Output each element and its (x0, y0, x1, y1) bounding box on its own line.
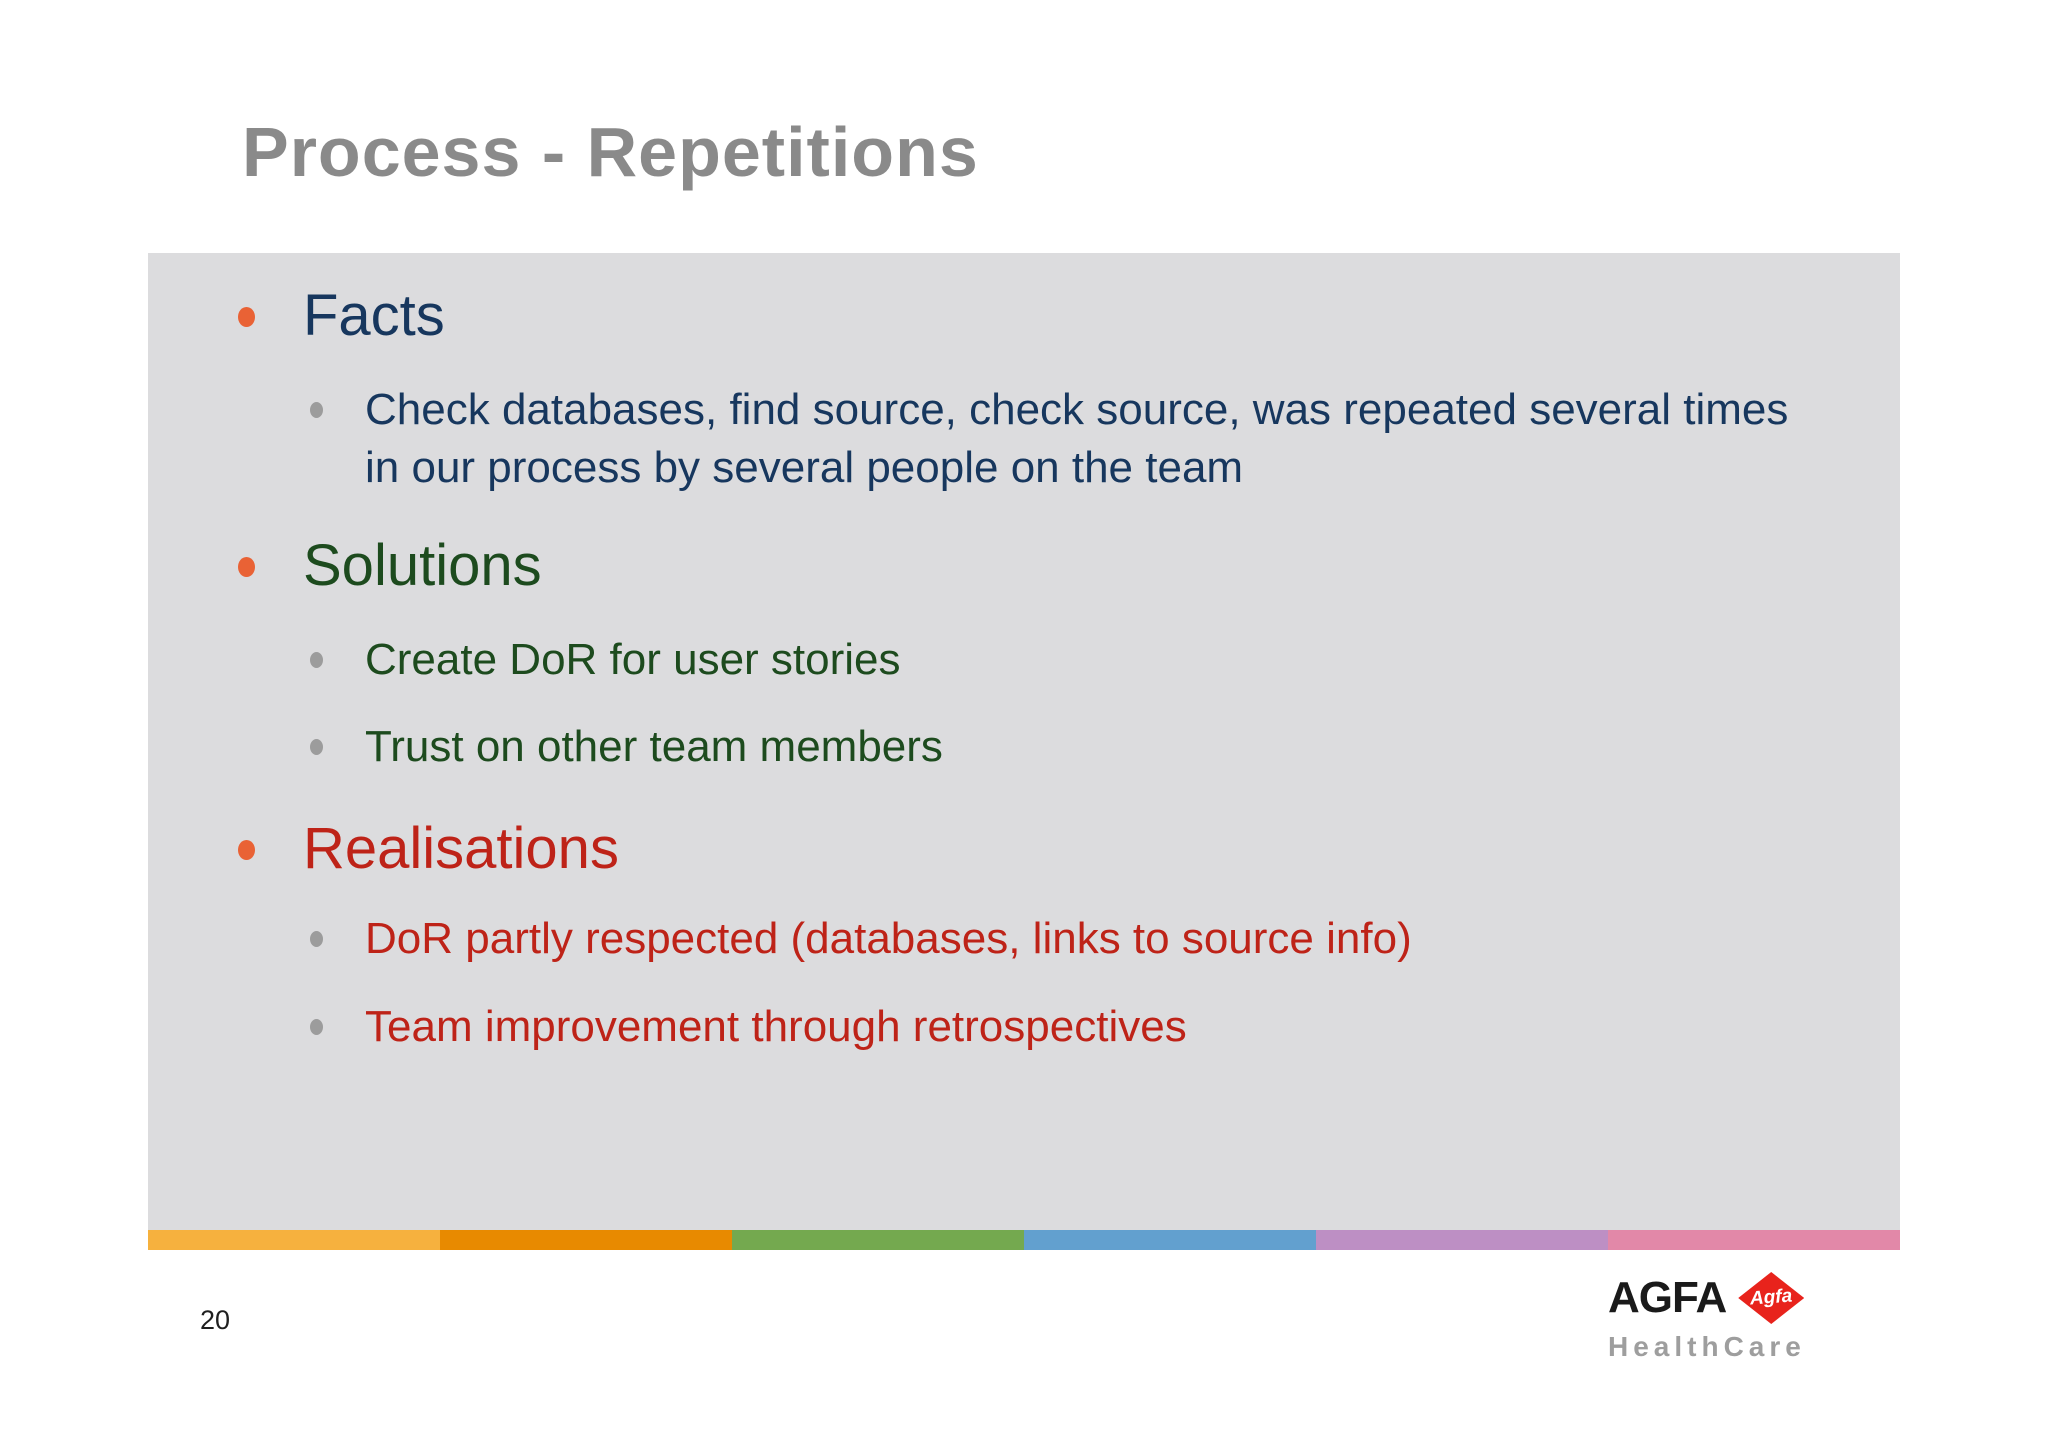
section-heading-label: Realisations (303, 816, 619, 881)
list-item-text: Create DoR for user stories (365, 635, 901, 684)
bullet-list: Facts Check databases, find source, chec… (148, 253, 1900, 1230)
stripe-segment (1024, 1230, 1316, 1250)
agfa-diamond-icon: Agfa (1738, 1272, 1805, 1324)
logo-top-row: AGFA Agfa (1608, 1272, 1818, 1324)
accent-stripe (148, 1230, 1900, 1250)
healthcare-wordmark: HealthCare (1608, 1331, 1806, 1362)
sub-bullet-icon (310, 652, 323, 668)
stripe-segment (1316, 1230, 1608, 1250)
bullet-icon (238, 840, 255, 860)
list-item: Team improvement through retrospectives (148, 998, 1900, 1056)
list-item-text: Trust on other team members (365, 722, 943, 771)
agfa-healthcare-logo: AGFA Agfa HealthCare (1608, 1272, 1818, 1363)
list-item: Create DoR for user stories (148, 631, 1900, 689)
section-heading-realisations: Realisations (148, 816, 1900, 882)
stripe-segment (732, 1230, 1024, 1250)
stripe-segment (1608, 1230, 1900, 1250)
agfa-diamond-label: Agfa (1749, 1285, 1793, 1310)
list-item: Check databases, find source, check sour… (148, 381, 1900, 497)
sub-bullet-icon (310, 1019, 323, 1035)
stripe-segment (148, 1230, 440, 1250)
section-heading-label: Facts (303, 283, 445, 348)
list-item: DoR partly respected (databases, links t… (148, 910, 1900, 968)
stripe-segment (440, 1230, 732, 1250)
list-item-text: Check databases, find source, check sour… (365, 385, 1789, 492)
sub-bullet-icon (310, 739, 323, 755)
sub-bullet-icon (310, 931, 323, 947)
section-heading-solutions: Solutions (148, 533, 1900, 599)
sub-bullet-icon (310, 402, 323, 418)
list-item-text: Team improvement through retrospectives (365, 1002, 1187, 1051)
agfa-wordmark: AGFA (1608, 1273, 1727, 1322)
slide-title: Process - Repetitions (242, 113, 979, 191)
page-number: 20 (200, 1305, 231, 1335)
section-heading-label: Solutions (303, 533, 542, 598)
content-panel: Facts Check databases, find source, chec… (148, 253, 1900, 1250)
list-item-text: DoR partly respected (databases, links t… (365, 914, 1412, 963)
section-heading-facts: Facts (148, 283, 1900, 349)
bullet-icon (238, 307, 255, 327)
list-item: Trust on other team members (148, 718, 1900, 776)
bullet-icon (238, 557, 255, 577)
